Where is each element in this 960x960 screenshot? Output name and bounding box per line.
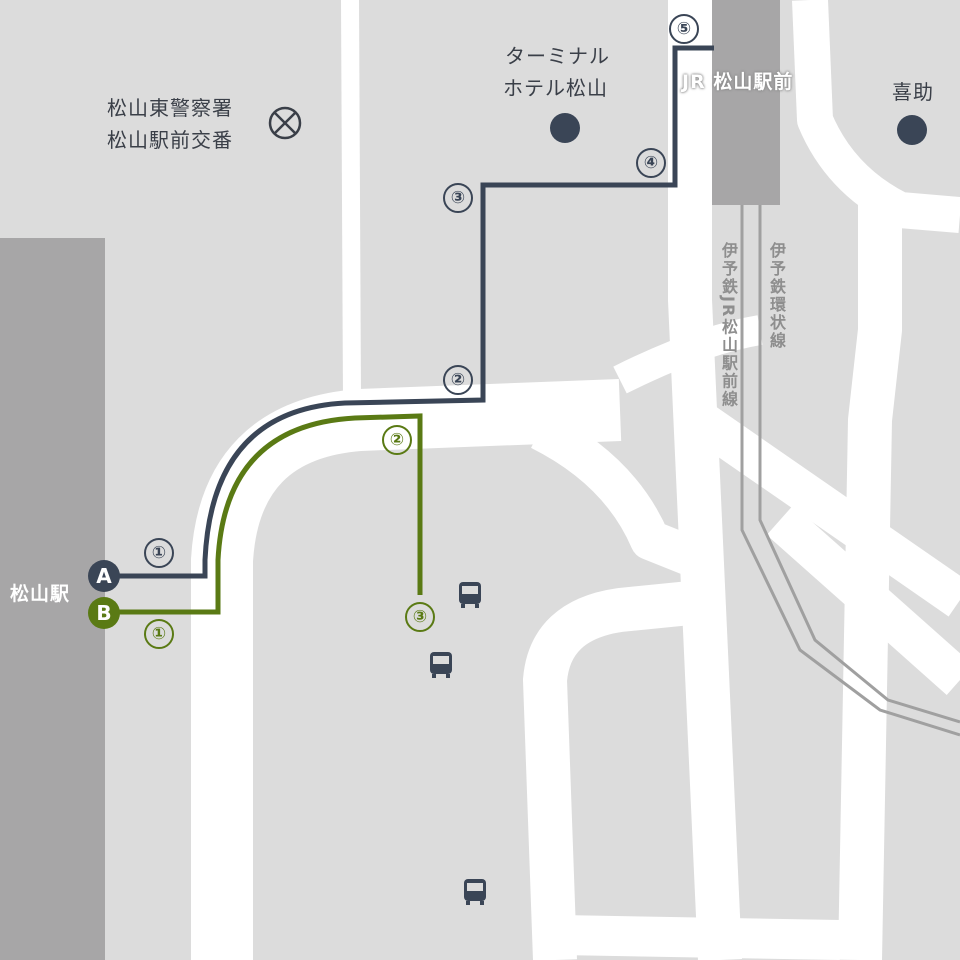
road-right: [792, 0, 960, 233]
hotel-label-2: ホテル松山: [503, 76, 608, 100]
police-label-1: 松山東警察署: [107, 96, 233, 120]
hotel-label-1: ターミナル: [505, 44, 610, 68]
route-a-step-1: ①: [144, 538, 174, 568]
police-label-2: 松山駅前交番: [107, 128, 233, 152]
rail-label-1: 伊予鉄JR松山駅前線: [719, 242, 738, 409]
road-right-down: [838, 200, 902, 960]
landmark-dot-icon: [897, 115, 927, 145]
route-b-step-1: ①: [144, 619, 174, 649]
route-b-start-pin[interactable]: B: [88, 597, 120, 629]
tram-stop-platform: [712, 0, 780, 205]
bus-stop-icon: [430, 652, 452, 678]
road-east: [766, 505, 960, 695]
route-a-start-pin[interactable]: A: [88, 560, 120, 592]
bus-stop-icon: [459, 582, 481, 608]
route-b-step-3: ③: [405, 602, 435, 632]
route-a-step-5: ⑤: [669, 14, 699, 44]
bus-stop-icon: [464, 879, 486, 905]
tram-stop-label: JR 松山駅前: [682, 71, 794, 93]
landmark-dot-icon: [550, 113, 580, 143]
road-lower-branch: [530, 412, 708, 579]
route-a-step-2: ②: [443, 365, 473, 395]
road-diag2: [613, 315, 763, 394]
kisuke-label: 喜助: [892, 80, 934, 104]
route-a-line: [105, 45, 714, 579]
road-vertical-left: [341, 0, 361, 401]
route-b-step-2: ②: [382, 425, 412, 455]
police-box-icon: [268, 106, 302, 140]
rail-label-2: 伊予鉄環状線: [767, 242, 786, 350]
road-loop: [523, 578, 723, 960]
route-b-line: [105, 413, 423, 615]
station-label: 松山駅: [10, 583, 71, 605]
road-station-front: [668, 0, 742, 960]
route-a-step-4: ④: [636, 148, 666, 178]
matsuyama-station-building: [0, 238, 105, 960]
rail-lines: [740, 205, 960, 737]
route-a-step-3: ③: [443, 183, 473, 213]
road-main-curve: [191, 379, 622, 960]
